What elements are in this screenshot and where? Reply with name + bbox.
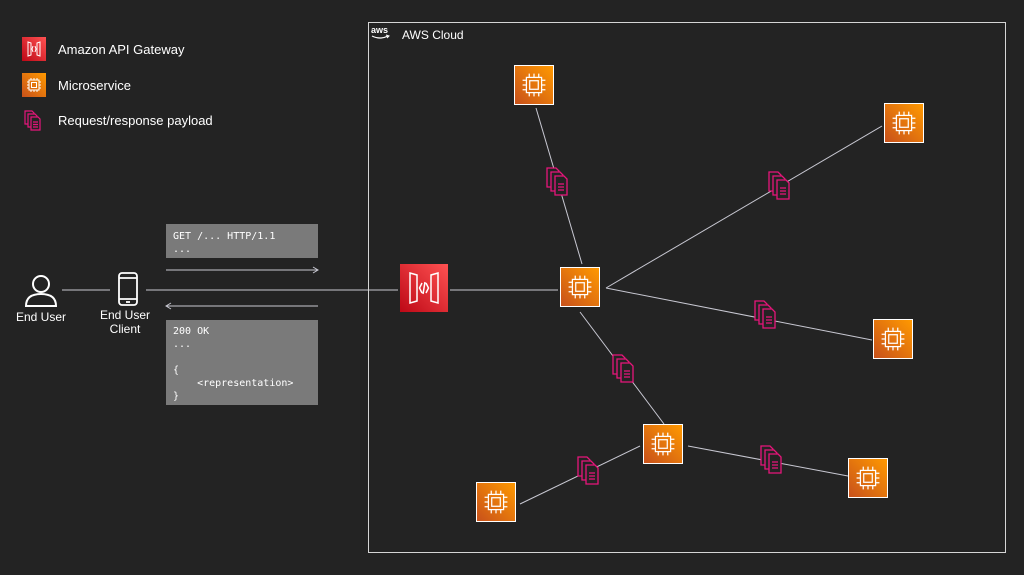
legend-item-api-gateway: Amazon API Gateway [22, 37, 184, 61]
response-payload-box: 200 OK ... { <representation> } [166, 320, 318, 405]
mobile-client-icon [118, 272, 138, 306]
end-user-label: End User [15, 310, 67, 324]
microservice-chip-icon [891, 110, 917, 136]
response-line: } [173, 391, 180, 402]
microservice-node [848, 458, 888, 498]
response-line: 200 OK [173, 326, 210, 337]
api-gateway-icon [409, 272, 439, 304]
aws-cloud-group [368, 22, 1006, 553]
payload-documents-icon [24, 110, 41, 131]
response-line: <representation> [173, 378, 294, 389]
api-gateway-icon [22, 37, 46, 61]
response-line: ... [173, 339, 192, 350]
payload-documents-icon [612, 354, 634, 383]
microservice-chip-icon [855, 465, 881, 491]
payload-documents-icon [754, 300, 776, 329]
end-user-client-label: End User Client [88, 308, 162, 336]
svg-text:aws: aws [371, 25, 388, 35]
microservice-node [514, 65, 554, 105]
hub-topright-link [605, 125, 883, 289]
legend-label: Request/response payload [58, 112, 213, 128]
microservice-chip-icon [650, 431, 676, 457]
microservice-chip-icon [880, 326, 906, 352]
microservice-node [873, 319, 913, 359]
microservice-chip-icon [521, 72, 547, 98]
legend-label: Microservice [58, 77, 131, 93]
payload-documents-icon [760, 445, 782, 474]
end-user-icon [24, 275, 58, 307]
client-label-line2: Client [109, 322, 141, 336]
hub-right-link [605, 287, 873, 341]
client-label-line1: End User [99, 308, 151, 322]
aws-logo-icon: aws [371, 25, 390, 39]
response-arrowhead [165, 302, 172, 310]
api-gateway-node [400, 264, 448, 312]
microservice-chip-icon [567, 274, 593, 300]
microservice-chip-icon [22, 73, 46, 97]
microservice-chip-icon [483, 489, 509, 515]
request-line: ... [173, 244, 192, 255]
microservice-node [476, 482, 516, 522]
payload-documents-icon [768, 171, 790, 200]
request-line: GET /... HTTP/1.1 [173, 231, 276, 242]
payload-documents-icon [546, 167, 568, 196]
legend-item-payload: Request/response payload [22, 108, 213, 132]
legend-item-microservice: Microservice [22, 73, 131, 97]
microservice-node [643, 424, 683, 464]
microservice-hub-node [560, 267, 600, 307]
aws-cloud-label: AWS Cloud [402, 28, 464, 42]
request-arrowhead [312, 266, 319, 274]
microservice-node [884, 103, 924, 143]
request-payload-box: GET /... HTTP/1.1 ... [166, 224, 318, 258]
payload-documents-icon [577, 456, 599, 485]
response-line: { [173, 365, 180, 376]
response-line [173, 351, 311, 364]
legend-label: Amazon API Gateway [58, 41, 185, 57]
